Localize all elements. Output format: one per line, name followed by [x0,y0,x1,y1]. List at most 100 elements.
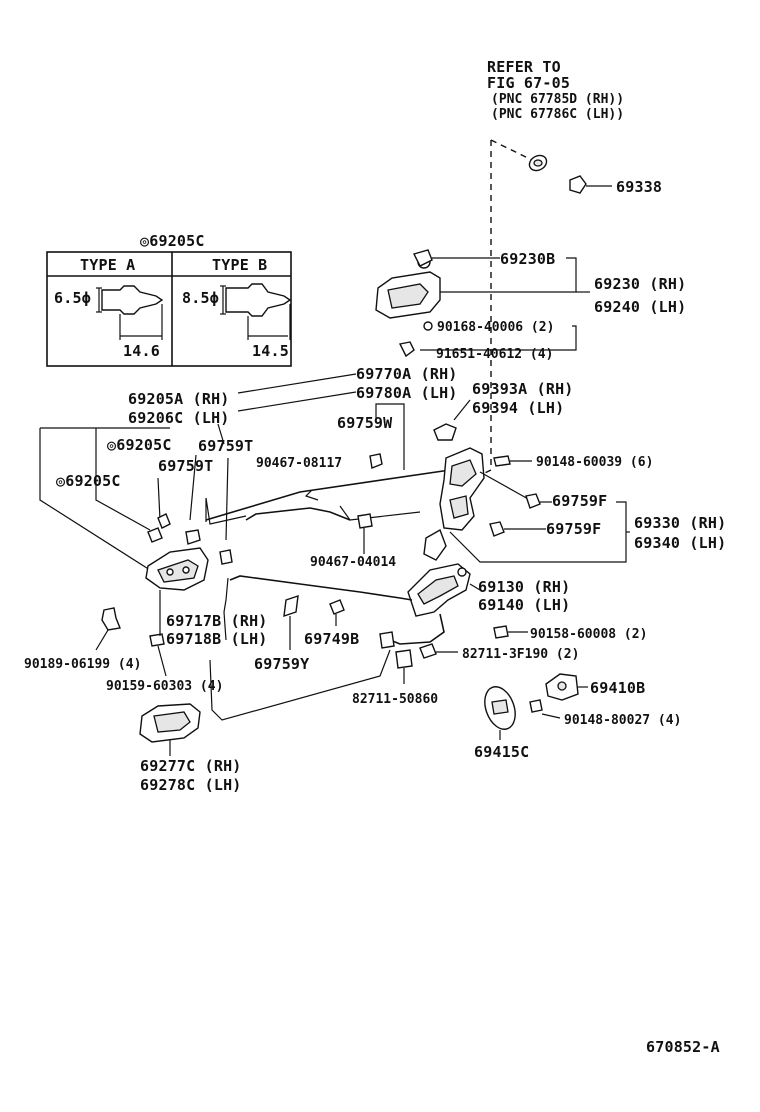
bracket-69205A [39,428,151,571]
label-69206C: 69206C (LH) [128,409,230,427]
leader-69393A [453,399,471,421]
leader-69759T-a [225,457,229,541]
joint-90467-08117 [304,489,319,501]
label-69759W: 69759W [337,414,393,432]
leader-69770A [237,373,357,394]
screw-90168-part [423,321,433,331]
label-69393A: 69393A (RH) [472,380,574,398]
clip-69759F-a-part [525,493,541,509]
grommet-part [528,154,548,172]
leader-69780A [237,391,357,412]
label-69759F-a: 69759F [552,492,607,510]
door-lock-part [423,447,485,561]
label-69240-lh: 69240 (LH) [594,298,686,316]
label-69340: 69340 (LH) [634,534,726,552]
screw-90148-part [493,455,511,467]
bracket-69230 [440,257,577,293]
clip-69205C-b-part [147,527,163,543]
rod-lower [245,507,351,521]
striker-69410B-part [545,673,579,701]
label-69205A: 69205A (RH) [128,390,230,408]
clip-69393-part [433,423,457,441]
leader-69205C-a [157,477,161,521]
label-69717B: 69717B (RH) [166,612,268,630]
remote-control-part [407,563,471,617]
label-69749B: 69749B [304,630,359,648]
label-69759T-a: 69759T [198,437,253,455]
label-69205C-a: ◎69205C [107,436,172,454]
wire-harness [389,613,445,645]
label-69770A: 69770A (RH) [356,365,458,383]
clip-69338-part [569,175,612,194]
connector-82711-50860-part [379,631,413,669]
inside-handle-bezel-part [139,703,201,743]
clip-69759Y-part [283,594,299,618]
refer-line-3: (PNC 67785D (RH)) [491,92,624,107]
label-69780A: 69780A (LH) [356,384,458,402]
inset-b-length: 14.5 [252,342,289,360]
label-69140: 69140 (LH) [478,596,570,614]
outside-handle-part [375,249,441,319]
label-90467-08117: 90467-08117 [256,456,342,471]
label-69759F-b: 69759F [546,520,601,538]
label-69205C-b: ◎69205C [56,472,121,490]
label-69759Y: 69759Y [254,655,309,673]
leader-rod-left [205,497,247,525]
leader-69206C [217,423,225,445]
reference-dashed-line [469,139,533,481]
label-69277C: 69277C (RH) [140,757,242,775]
rod-link [339,505,421,521]
screw-90159-part [149,633,165,647]
leader-69205C-b [95,428,151,531]
leader-69717B [223,611,227,641]
striker-cover-part [484,686,516,730]
label-90148-60039: 90148-60039 (6) [536,455,653,470]
cable-end [223,577,229,613]
label-69718B: 69718B (LH) [166,630,268,648]
label-82711-3F190: 82711-3F190 (2) [462,647,579,662]
leader-lock-bolt [479,471,531,501]
clamp-82711-3F190-part [419,643,437,659]
rod-69770A [205,465,471,521]
inset-a-length: 14.6 [123,342,160,360]
screw-90189-part [101,607,121,631]
inset-b-diameter: 8.5ϕ [182,289,219,307]
label-69415C: 69415C [474,743,529,761]
label-69230B: 69230B [500,250,555,268]
clip-69759T-b-part [185,529,201,545]
label-90168: 90168-40006 (2) [437,320,554,335]
figure-code: 670852-A [646,1038,720,1056]
inset-type-b-clip [220,283,292,340]
screw-90148-80027-part [529,699,543,713]
refer-line-2: FIG 67-05 [487,74,570,92]
bracket-screws [420,325,577,351]
bracket-69759W [375,403,405,470]
label-69410B: 69410B [590,679,645,697]
inset-type-a: TYPE A [80,256,135,274]
bolt-90467-04014-part [357,513,373,529]
leader-90148-80027 [541,713,561,719]
label-90159: 90159-60303 (4) [106,679,223,694]
bolt-91651-part [398,341,415,358]
label-91651: 91651-40612 (4) [436,347,553,362]
clip-69205C-a-part [157,513,171,529]
label-69338: 69338 [616,178,662,196]
refer-line-4: (PNC 67786C (LH)) [491,107,624,122]
clip-69759F-b-part [489,521,505,537]
leader-90189 [95,629,109,651]
inset-title: ◎69205C [140,232,205,250]
inset-a-diameter: 6.5ϕ [54,289,91,307]
label-90189: 90189-06199 (4) [24,657,141,672]
inset-type-a-clip [96,285,164,340]
label-69394: 69394 (LH) [472,399,564,417]
refer-line-1: REFER TO [487,58,561,76]
clip-69759W-part [369,453,383,469]
label-69278C: 69278C (LH) [140,776,242,794]
label-82711-50860: 82711-50860 [352,692,438,707]
bezel-link-line [209,649,391,721]
cable-69717B [229,575,413,601]
clip-69749B-part [329,599,345,615]
clip-69759T-a-part [219,549,233,565]
label-90158: 90158-60008 (2) [530,627,647,642]
label-69330: 69330 (RH) [634,514,726,532]
